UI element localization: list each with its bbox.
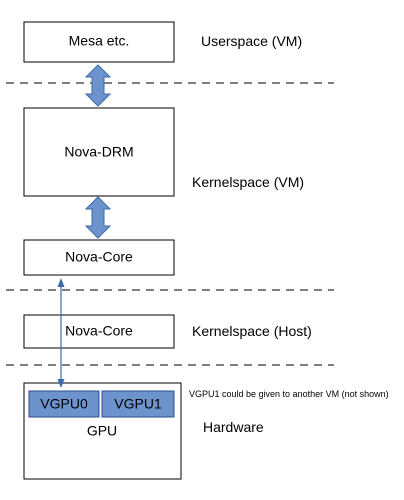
kernelspace-vm-label: Kernelspace (VM) bbox=[192, 174, 304, 190]
userspace-vm-label: Userspace (VM) bbox=[201, 33, 302, 49]
vgpu1-box bbox=[101, 390, 175, 418]
double-arrow-drm-core bbox=[84, 196, 112, 239]
kernelspace-host-label: Kernelspace (Host) bbox=[192, 323, 312, 339]
hardware-label: Hardware bbox=[203, 419, 264, 435]
gpu-box: VGPU0 VGPU1 GPU bbox=[23, 382, 182, 480]
nova-core-host-box: Nova-Core bbox=[23, 314, 175, 349]
vgpu1-note: VGPU1 could be given to another VM (not … bbox=[189, 389, 389, 399]
vgpu0-box bbox=[28, 390, 100, 418]
vgpu0-label: VGPU0 bbox=[40, 396, 88, 412]
nova-drm-label: Nova-DRM bbox=[64, 144, 133, 160]
mesa-label: Mesa etc. bbox=[69, 33, 130, 49]
double-arrow-mesa-drm bbox=[84, 64, 112, 107]
nova-core-vm-box: Nova-Core bbox=[23, 239, 175, 276]
vgpu1-label: VGPU1 bbox=[114, 396, 162, 412]
nova-drm-box: Nova-DRM bbox=[23, 107, 175, 197]
gpu-label: GPU bbox=[87, 423, 117, 439]
nova-core-vm-label: Nova-Core bbox=[65, 249, 133, 265]
mesa-box: Mesa etc. bbox=[23, 21, 175, 63]
thin-arrow-core-vgpu0 bbox=[57, 278, 65, 388]
nova-core-host-label: Nova-Core bbox=[65, 323, 133, 339]
